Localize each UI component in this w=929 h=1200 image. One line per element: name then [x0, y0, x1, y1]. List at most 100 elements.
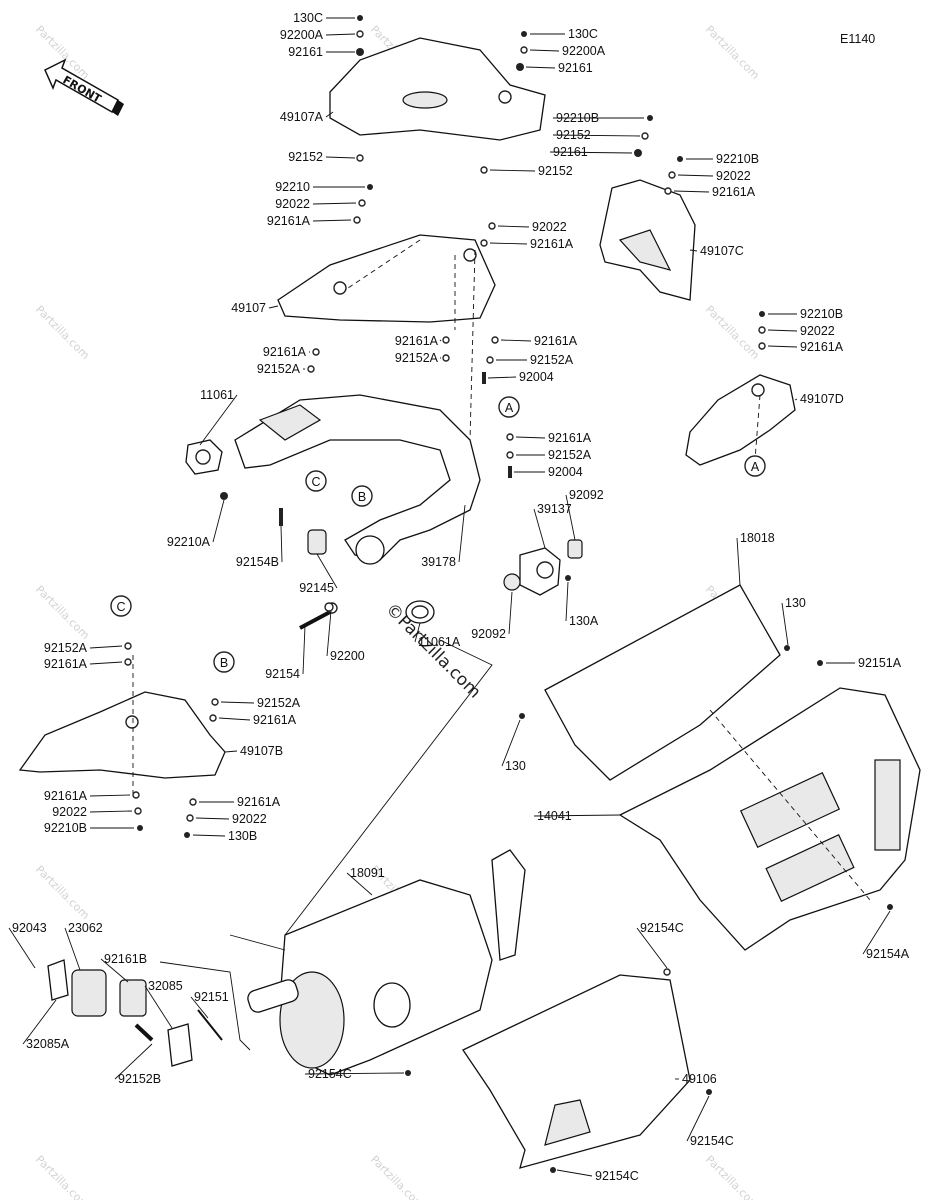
part-label: 92210B	[44, 821, 87, 835]
part-label: 92154C	[595, 1169, 639, 1183]
heat-guard-49107A	[329, 37, 546, 141]
leader-line	[212, 499, 225, 543]
part-label: 49107A	[280, 110, 324, 124]
leader-line	[346, 872, 373, 896]
callout-C: C	[305, 470, 327, 492]
heat-guard-49107D	[685, 374, 796, 466]
leader-line	[689, 249, 698, 252]
heat-guard-49106	[462, 974, 691, 1169]
part-label: 92161B	[104, 952, 147, 966]
part-label: 92022	[52, 805, 87, 819]
part-label: 130C	[293, 11, 323, 25]
leader-line	[195, 817, 230, 820]
leader-line	[325, 156, 356, 159]
part-label: 92145	[299, 581, 334, 595]
part-label: 49107	[231, 301, 266, 315]
leader-line	[565, 581, 569, 622]
part-label: 92152A	[530, 353, 574, 367]
leader-line	[316, 553, 338, 589]
part-label: 92022	[532, 220, 567, 234]
part-label: 92161	[558, 61, 593, 75]
leader-line	[325, 111, 334, 118]
leader-line	[325, 33, 356, 36]
part-label: 130A	[569, 614, 599, 628]
part-label: 23062	[68, 921, 103, 935]
part-label: 18091	[350, 866, 385, 880]
part-label: 92161A	[800, 340, 844, 354]
part-label: 49107C	[700, 244, 744, 258]
heat-guard-49107B	[18, 691, 226, 779]
leader-line	[673, 190, 710, 193]
part-label: 92151A	[858, 656, 902, 670]
part-label: 130C	[568, 27, 598, 41]
svg-text:A: A	[751, 460, 760, 474]
leader-line	[224, 750, 238, 753]
part-label: 92210A	[167, 535, 211, 549]
part-label: 92092	[569, 488, 604, 502]
part-label: 92210B	[800, 307, 843, 321]
part-label: 92152A	[548, 448, 592, 462]
part-label: 92210B	[716, 152, 759, 166]
part-label: 92152	[538, 164, 573, 178]
leader-line	[677, 174, 714, 177]
svg-text:B: B	[358, 490, 366, 504]
part-label: 92154C	[640, 921, 684, 935]
watermark: Partzilla.com	[703, 23, 762, 82]
part-label: 92161A	[44, 789, 88, 803]
part-label: 32085A	[26, 1037, 70, 1051]
part-label: 92152	[288, 150, 323, 164]
muffler-18091	[247, 849, 526, 1076]
leader-line	[686, 1095, 710, 1142]
part-label: 92152	[556, 128, 591, 142]
part-label: 92154	[265, 667, 300, 681]
spring-92145	[307, 529, 327, 555]
leader-line	[89, 661, 123, 665]
part-label: 92161A	[548, 431, 592, 445]
diagram-code: E1140	[840, 32, 875, 46]
watermark: Partzilla.com	[33, 303, 92, 362]
part-label: 32085	[148, 979, 183, 993]
part-label: 92043	[12, 921, 47, 935]
part-label: 39178	[421, 555, 456, 569]
part-labels: 130C92200A9216149107A92152130C92200A9216…	[12, 11, 910, 1183]
gasket-11061	[185, 439, 223, 475]
part-label: 92152A	[44, 641, 88, 655]
part-label: 92152A	[257, 696, 301, 710]
callout-A: A	[498, 396, 520, 418]
part-label: 130	[785, 596, 806, 610]
part-label: 92161A	[237, 795, 281, 809]
leader-line	[280, 525, 283, 563]
leader-line	[489, 169, 536, 172]
leader-line	[767, 329, 798, 332]
leader-line	[89, 645, 123, 649]
part-label: 92161A	[395, 334, 439, 348]
leader-line	[556, 1169, 593, 1177]
leader-line	[199, 394, 238, 446]
leader-line	[312, 219, 352, 222]
part-label: 92022	[275, 197, 310, 211]
leader-lines	[8, 17, 891, 1177]
leader-line	[736, 537, 741, 586]
part-label: 130B	[228, 829, 257, 843]
leader-line	[533, 814, 621, 817]
heat-guard-14041	[618, 687, 921, 951]
part-label: 130	[505, 759, 526, 773]
part-label: 92154B	[236, 555, 279, 569]
svg-text:C: C	[311, 475, 320, 489]
leader-line	[192, 834, 226, 837]
bracket-39137	[503, 539, 583, 596]
leader-line	[636, 927, 668, 969]
leader-line	[190, 996, 209, 1019]
spark-arrester-parts	[47, 959, 251, 1067]
leader-line	[529, 49, 560, 52]
leader-line	[525, 66, 556, 69]
hardware-symbols	[124, 15, 893, 1173]
leader-line	[114, 1043, 153, 1080]
part-label: 92161A	[534, 334, 578, 348]
watermark: Partzilla.com	[368, 1153, 427, 1200]
leader-line	[862, 910, 891, 955]
leader-line	[89, 810, 133, 813]
heat-guard-49107	[277, 234, 496, 323]
leader-line	[767, 345, 798, 348]
